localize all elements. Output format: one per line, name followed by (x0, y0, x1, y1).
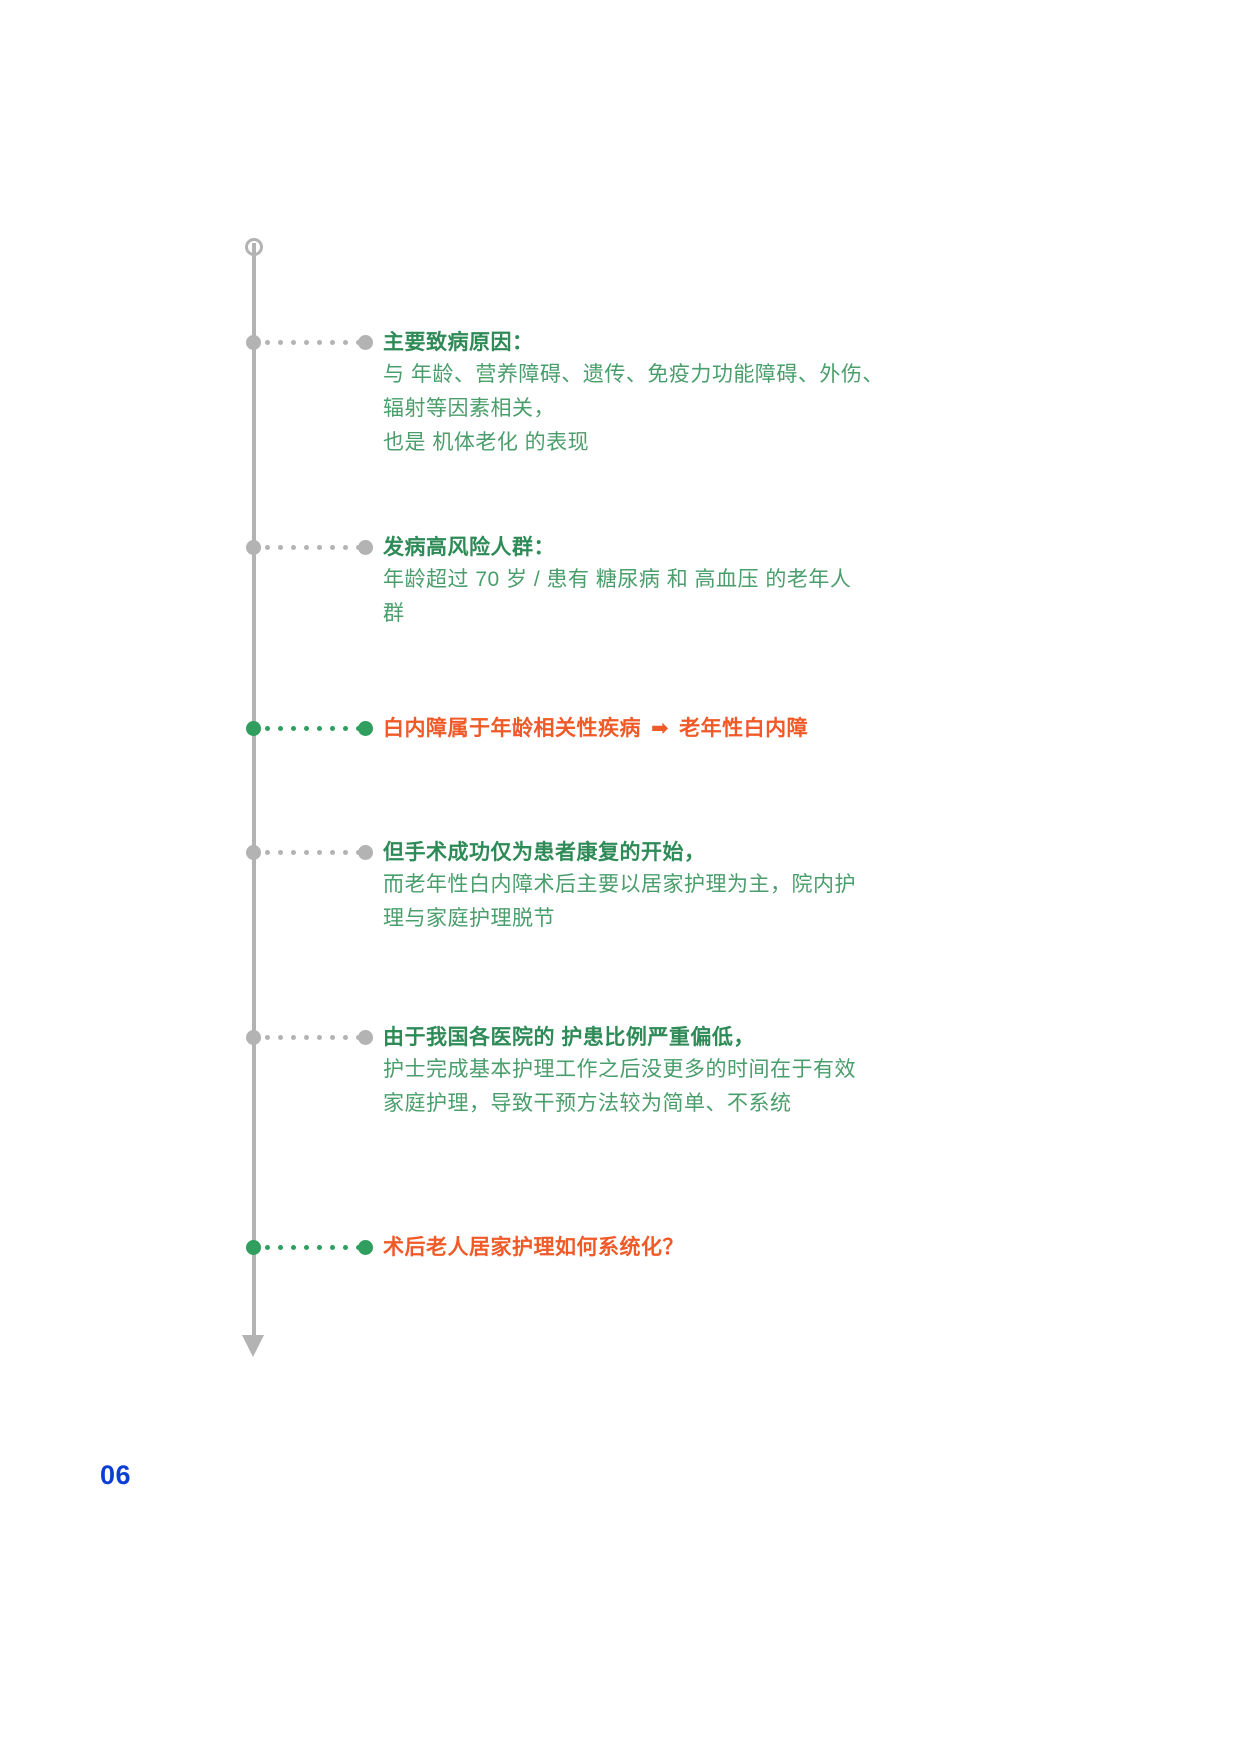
timeline-spine (252, 243, 256, 1343)
connector-dot-right-icon (358, 540, 373, 555)
right-arrow-icon: ➡ (651, 717, 670, 740)
heading-main-4: 但手术成功仅为患者康复的开始 (383, 841, 684, 864)
connector-dot-right-icon (358, 335, 373, 350)
timeline-heading-5: 由于我国各医院的 护患比例严重偏低， (383, 1023, 1180, 1053)
timeline-row-3: 白内障属于年龄相关性疾病 ➡ 老年性白内障 (0, 714, 1240, 744)
connector-dot-right-icon (358, 1240, 373, 1255)
timeline-body-line-1-2: 辐射等因素相关， (383, 397, 555, 420)
connector-1 (243, 328, 383, 358)
timeline-content-1: 主要致病原因： 与 年龄、营养障碍、遗传、免疫力功能障碍、外伤、 辐射等因素相关… (383, 328, 1240, 460)
timeline-heading-1: 主要致病原因： (383, 331, 534, 354)
timeline-accent-3: 白内障属于年龄相关性疾病 ➡ 老年性白内障 (383, 714, 1180, 744)
connector-6 (243, 1233, 383, 1263)
accent-left-text-6: 术后老人居家护理如何系统化？ (383, 1236, 684, 1259)
connector-3 (243, 714, 383, 744)
accent-right-text-3: 老年性白内障 (679, 717, 809, 740)
timeline-body-line-5-2: 家庭护理，导致干预方法较为简单、不系统 (383, 1092, 792, 1115)
connector-dot-left-icon (246, 721, 261, 736)
connector-dot-left-icon (246, 1030, 261, 1045)
connector-dot-left-icon (246, 1240, 261, 1255)
timeline-heading-4: 但手术成功仅为患者康复的开始， (383, 838, 1180, 868)
timeline-end-arrow-icon (242, 1335, 264, 1357)
timeline-body-line-1-3: 也是 机体老化 的表现 (383, 431, 590, 454)
connector-2 (243, 533, 383, 563)
timeline-row-4: 但手术成功仅为患者康复的开始， 而老年性白内障术后主要以居家护理为主，院内护 理… (0, 838, 1240, 936)
connector-dash-line-icon (265, 1035, 361, 1040)
connector-dot-right-icon (358, 845, 373, 860)
connector-dash-line-icon (265, 545, 361, 550)
timeline-content-3: 白内障属于年龄相关性疾病 ➡ 老年性白内障 (383, 714, 1240, 744)
connector-dash-line-icon (265, 850, 361, 855)
accent-left-text-3: 白内障属于年龄相关性疾病 (383, 717, 641, 740)
connector-5 (243, 1023, 383, 1053)
timeline-body-line-4-2: 理与家庭护理脱节 (383, 907, 555, 930)
timeline-content-2: 发病高风险人群： 年龄超过 70 岁 / 患有 糖尿病 和 高血压 的老年人 群 (383, 533, 1240, 631)
timeline-content-6: 术后老人居家护理如何系统化？ (383, 1233, 1240, 1263)
heading-main-5: 由于我国各医院的 护患比例严重偏低 (383, 1026, 734, 1049)
connector-dash-line-icon (265, 340, 361, 345)
connector-dot-left-icon (246, 335, 261, 350)
timeline-body-line-4-1: 而老年性白内障术后主要以居家护理为主，院内护 (383, 873, 856, 896)
timeline-row-1: 主要致病原因： 与 年龄、营养障碍、遗传、免疫力功能障碍、外伤、 辐射等因素相关… (0, 328, 1240, 460)
connector-dash-line-icon (265, 726, 361, 731)
connector-dot-right-icon (358, 721, 373, 736)
connector-dash-line-icon (265, 1245, 361, 1250)
page-number: 06 (100, 1460, 132, 1490)
connector-dot-left-icon (246, 845, 261, 860)
connector-dot-left-icon (246, 540, 261, 555)
connector-4 (243, 838, 383, 868)
connector-dot-right-icon (358, 1030, 373, 1045)
timeline-body-line-5-1: 护士完成基本护理工作之后没更多的时间在于有效 (383, 1058, 856, 1081)
heading-tail-4: ， (684, 841, 706, 864)
timeline-body-line-2-2: 群 (383, 602, 405, 625)
timeline-heading-2: 发病高风险人群： (383, 536, 555, 559)
timeline-row-5: 由于我国各医院的 护患比例严重偏低， 护士完成基本护理工作之后没更多的时间在于有… (0, 1023, 1240, 1121)
timeline-body-line-2-1: 年龄超过 70 岁 / 患有 糖尿病 和 高血压 的老年人 (383, 568, 852, 591)
timeline-body-line-1-1: 与 年龄、营养障碍、遗传、免疫力功能障碍、外伤、 (383, 363, 884, 386)
heading-tail-5: ， (733, 1026, 755, 1049)
timeline-accent-6: 术后老人居家护理如何系统化？ (383, 1233, 1180, 1263)
timeline-content-4: 但手术成功仅为患者康复的开始， 而老年性白内障术后主要以居家护理为主，院内护 理… (383, 838, 1240, 936)
timeline-row-6: 术后老人居家护理如何系统化？ (0, 1233, 1240, 1263)
timeline-content-5: 由于我国各医院的 护患比例严重偏低， 护士完成基本护理工作之后没更多的时间在于有… (383, 1023, 1240, 1121)
timeline-row-2: 发病高风险人群： 年龄超过 70 岁 / 患有 糖尿病 和 高血压 的老年人 群 (0, 533, 1240, 631)
